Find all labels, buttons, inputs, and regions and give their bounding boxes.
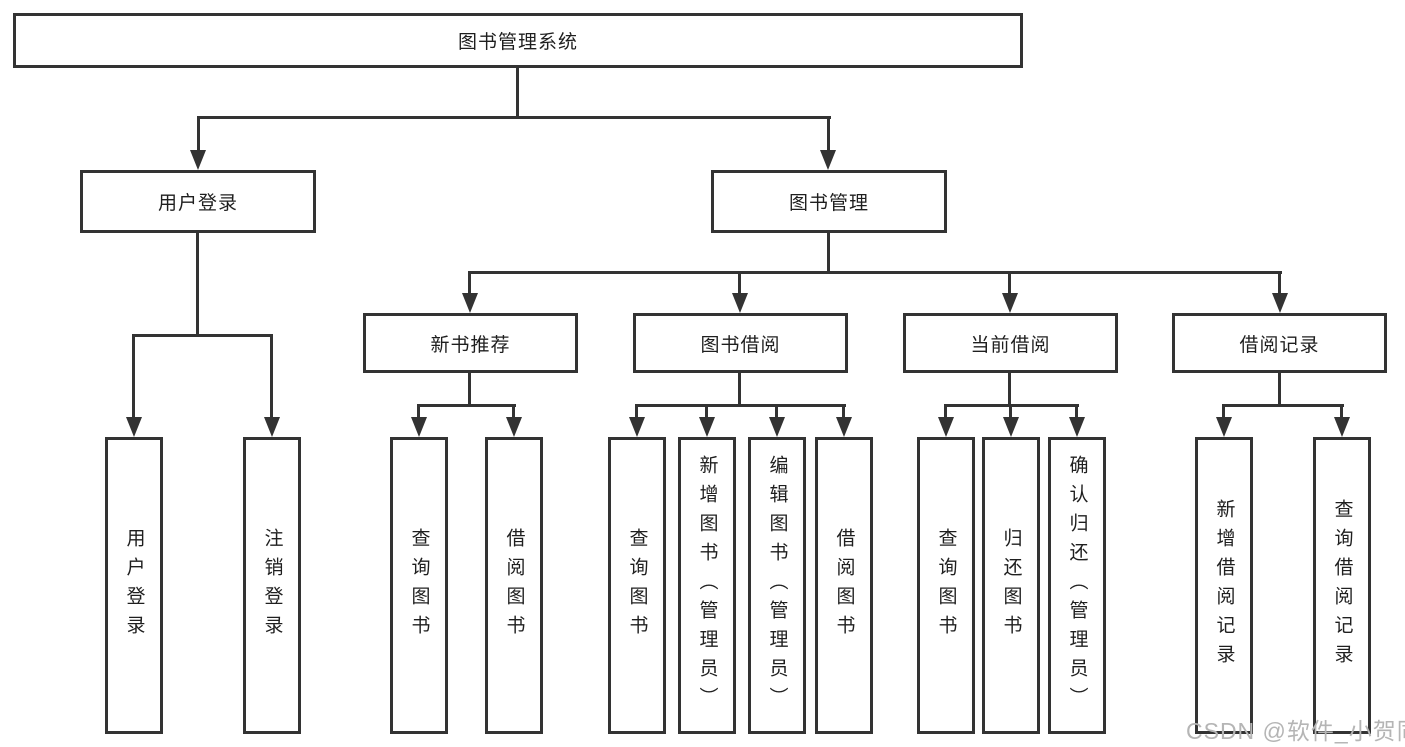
node-leaf-borrow-add-admin: 新增图书（管理员）	[678, 437, 736, 734]
leaf-label: 归还图书	[1000, 527, 1022, 644]
connector-drop-line	[1075, 404, 1078, 419]
connector-currentborrow-stem-line	[1008, 373, 1011, 407]
connector-bookborrow-stem-line	[738, 373, 741, 407]
arrowhead	[938, 417, 954, 437]
arrowhead	[699, 417, 715, 437]
node-leaf-current-return: 归还图书	[982, 437, 1040, 734]
connector-root-stem-line	[516, 68, 519, 117]
connector-drop-line	[512, 404, 515, 419]
node-leaf-current-confirm-admin: 确认归还（管理员）	[1048, 437, 1106, 734]
connector-drop-line	[635, 404, 638, 419]
arrowhead-borrow-records	[1272, 293, 1288, 313]
node-leaf-user-login: 用户登录	[105, 437, 163, 734]
connector-drop-current-borrow-line	[1008, 271, 1011, 295]
connector-records-stem-line	[1278, 373, 1281, 407]
node-leaf-records-query: 查询借阅记录	[1313, 437, 1371, 734]
leaf-label: 新增图书（管理员）	[696, 455, 718, 716]
csdn-watermark: CSDN @软件_小贺同学	[1186, 718, 1405, 744]
node-leaf-newbooks-query: 查询图书	[390, 437, 448, 734]
leaf-label: 查询图书	[935, 527, 957, 644]
connector-mgmt-stem-line	[827, 233, 830, 274]
node-borrow-records: 借阅记录	[1172, 313, 1387, 373]
connector-login-stem-line	[196, 233, 199, 337]
connector-drop-new-books-line	[468, 271, 471, 295]
node-leaf-logout: 注销登录	[243, 437, 301, 734]
node-leaf-current-query: 查询图书	[917, 437, 975, 734]
arrowhead	[1003, 417, 1019, 437]
arrowhead	[1216, 417, 1232, 437]
arrowhead-login-leaf2	[264, 417, 280, 437]
leaf-label: 查询图书	[626, 527, 648, 644]
arrowhead	[1069, 417, 1085, 437]
connector-newbooks-stem-line	[468, 373, 471, 407]
leaf-label: 注销登录	[261, 527, 283, 644]
node-current-borrow: 当前借阅	[903, 313, 1118, 373]
connector-drop-line	[417, 404, 420, 419]
connector-drop-user-login-line	[197, 116, 200, 152]
connector-records-bus-line	[1222, 404, 1344, 407]
arrowhead-login-leaf1	[126, 417, 142, 437]
connector-newbooks-bus-line	[417, 404, 516, 407]
node-leaf-newbooks-borrow: 借阅图书	[485, 437, 543, 734]
node-user-login: 用户登录	[80, 170, 316, 233]
node-leaf-borrow-borrow: 借阅图书	[815, 437, 873, 734]
leaf-label: 查询图书	[408, 527, 430, 644]
arrowhead	[411, 417, 427, 437]
arrowhead-current-borrow	[1002, 293, 1018, 313]
connector-drop-book-borrow-line	[738, 271, 741, 295]
leaf-label: 用户登录	[123, 527, 145, 644]
connector-drop-line	[775, 404, 778, 419]
connector-drop-line	[1009, 404, 1012, 419]
connector-login-bus-line	[132, 334, 273, 337]
arrowhead	[1334, 417, 1350, 437]
connector-drop-line	[1222, 404, 1225, 419]
leaf-label: 借阅图书	[833, 527, 855, 644]
arrowhead-user-login	[190, 150, 206, 170]
leaf-label: 新增借阅记录	[1213, 498, 1235, 673]
connector-drop-line	[944, 404, 947, 419]
node-new-book-recommend: 新书推荐	[363, 313, 578, 373]
leaf-label: 确认归还（管理员）	[1066, 455, 1088, 716]
node-root: 图书管理系统	[13, 13, 1023, 68]
arrowhead	[629, 417, 645, 437]
connector-drop-line	[705, 404, 708, 419]
connector-drop-line	[1340, 404, 1343, 419]
leaf-label: 编辑图书（管理员）	[766, 455, 788, 716]
node-leaf-borrow-edit-admin: 编辑图书（管理员）	[748, 437, 806, 734]
connector-bookborrow-bus-line	[635, 404, 846, 407]
connector-level2-bus-line	[197, 116, 831, 119]
node-leaf-records-add: 新增借阅记录	[1195, 437, 1253, 734]
connector-drop-borrow-records-line	[1278, 271, 1281, 295]
arrowhead-book-borrow	[732, 293, 748, 313]
node-leaf-borrow-query: 查询图书	[608, 437, 666, 734]
arrowhead	[769, 417, 785, 437]
leaf-label: 查询借阅记录	[1331, 498, 1353, 673]
leaf-label: 借阅图书	[503, 527, 525, 644]
connector-drop-book-mgmt-line	[827, 116, 830, 152]
arrowhead	[506, 417, 522, 437]
connector-drop-line	[842, 404, 845, 419]
node-book-borrow: 图书借阅	[633, 313, 848, 373]
node-book-management: 图书管理	[711, 170, 947, 233]
arrowhead-new-books	[462, 293, 478, 313]
connector-level3-bus-line	[468, 271, 1282, 274]
connector-drop-login-leaf1-line	[132, 334, 135, 419]
connector-drop-login-leaf2-line	[270, 334, 273, 419]
arrowhead	[836, 417, 852, 437]
arrowhead-book-mgmt	[820, 150, 836, 170]
